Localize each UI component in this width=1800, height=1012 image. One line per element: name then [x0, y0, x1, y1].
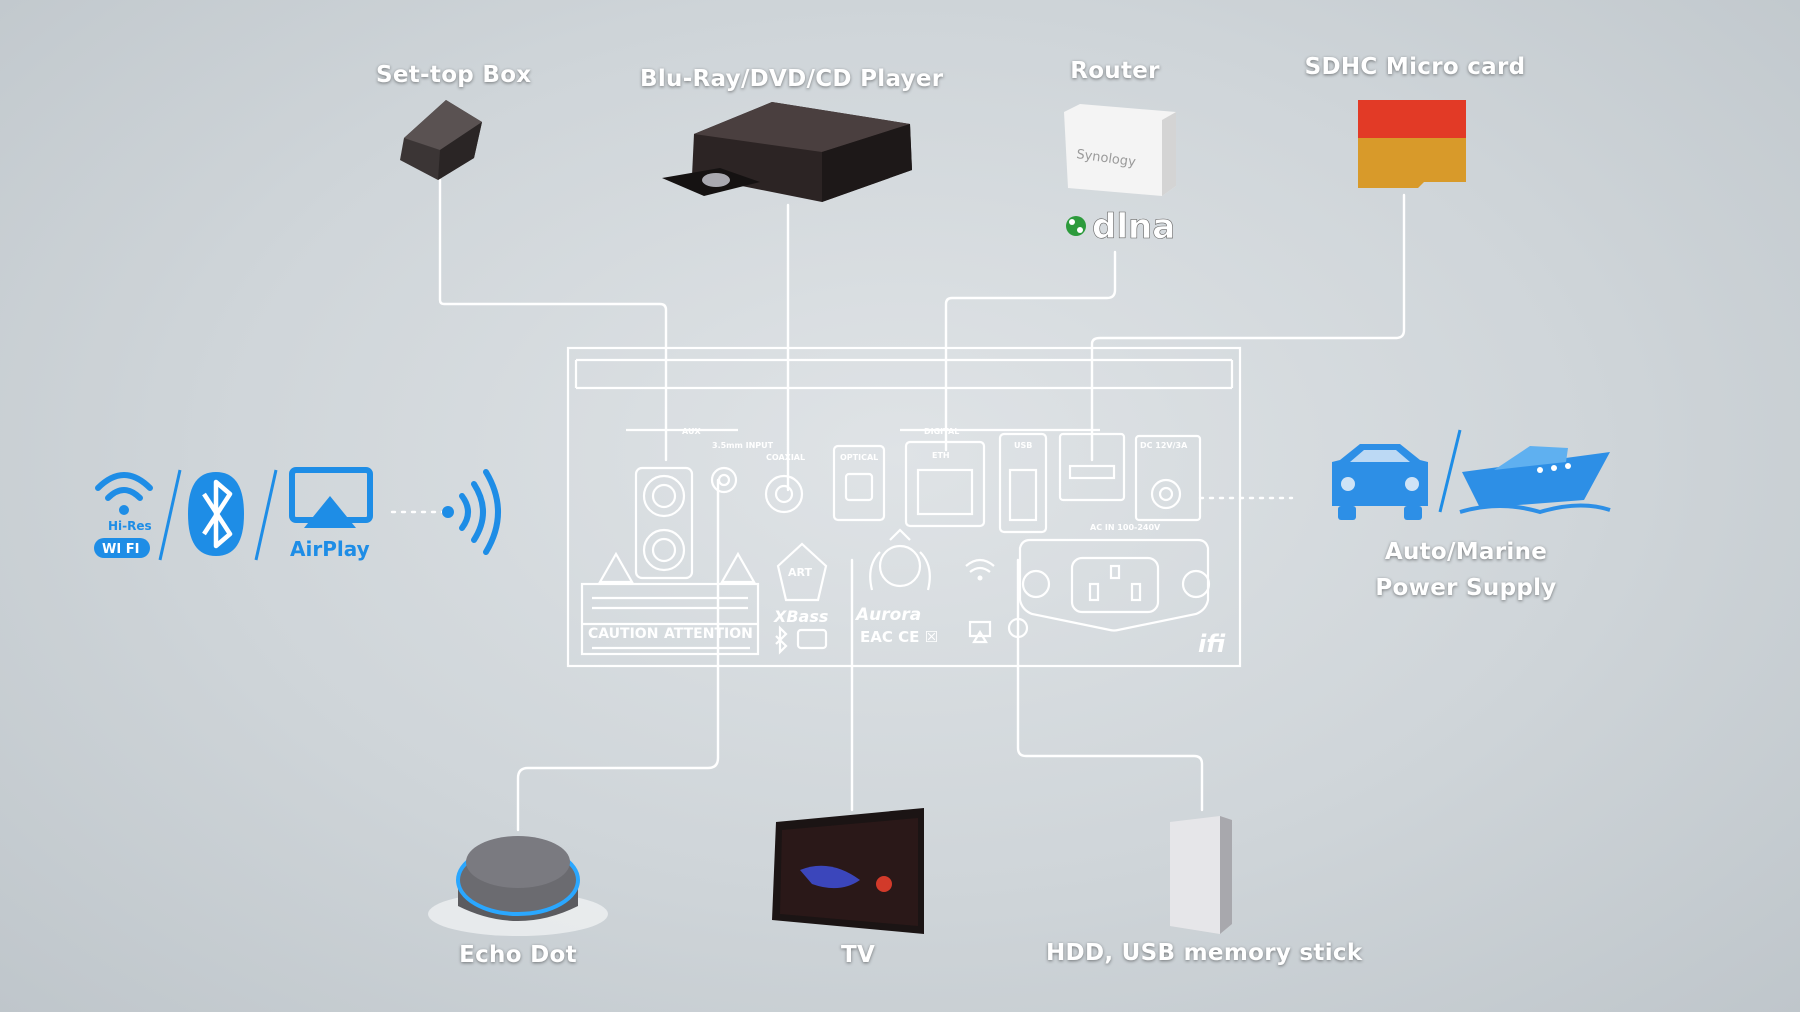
wifi-badge: [94, 538, 150, 558]
hdd-label: HDD, USB memory stick: [1046, 940, 1363, 966]
router-label: Router: [1070, 58, 1160, 84]
panel-hires-badge: [796, 628, 828, 650]
attention-text: ATTENTION: [664, 626, 753, 642]
settop-box-label: Set-top Box: [376, 62, 532, 88]
aux-rca-left: [642, 474, 686, 518]
separator-2: [254, 469, 278, 561]
label-aux: AUX: [682, 427, 701, 436]
panel-usb-icon: [1007, 617, 1029, 639]
line-router: [944, 250, 1117, 452]
ac-inlet: [1018, 538, 1210, 632]
separator-3: [1438, 429, 1462, 513]
label-ac: AC IN 100-240V: [1090, 523, 1161, 532]
panel-bluetooth-icon: [775, 625, 788, 655]
label-dc: DC 12V/3A: [1140, 441, 1188, 450]
warning-triangle-right: [720, 551, 756, 584]
bluray-player-image: [662, 102, 912, 202]
bluetooth-icon: [188, 472, 244, 556]
label-usb: USB: [1014, 441, 1032, 450]
echo-dot-label: Echo Dot: [459, 942, 577, 968]
line-echo: [516, 478, 720, 832]
line-hdd: [1016, 558, 1204, 812]
router-image: Synology: [1064, 104, 1176, 196]
settop-box-image: [400, 100, 482, 180]
label-digital: DIGITAL: [924, 427, 959, 436]
tv-label: TV: [840, 942, 876, 968]
airplay-icon: [289, 467, 373, 528]
aux-rca-right: [642, 528, 686, 572]
separator-1: [158, 469, 182, 561]
art-text: ART: [788, 566, 812, 579]
tv-image: [772, 808, 924, 934]
aurora-text: Aurora: [854, 605, 921, 625]
sdhc-label: SDHC Micro card: [1304, 54, 1526, 80]
sd-slot: [1058, 432, 1126, 502]
line-sdhc: [1090, 193, 1406, 462]
wireless-group: Hi-Res WI FI AirPlay: [94, 467, 501, 561]
bluray-player-label: Blu-Ray/DVD/CD Player: [640, 66, 944, 92]
airplay-text: AirPlay: [290, 537, 370, 561]
label-input-35: 3.5mm INPUT: [712, 441, 774, 450]
power-supply-label: Auto/Marine Power Supply: [1346, 534, 1586, 606]
boat-icon: [1459, 446, 1611, 515]
sdhc-card-image: [1358, 100, 1466, 188]
label-optical: OPTICAL: [840, 453, 878, 462]
usb-port: [998, 432, 1048, 534]
wifi-icon: [95, 472, 153, 515]
connection-lines: [390, 178, 1406, 832]
caution-text: CAUTION: [588, 626, 658, 642]
caution-box: [580, 582, 760, 656]
panel-wifi-icon: [965, 558, 995, 581]
ethernet-port: [904, 440, 986, 528]
certification-marks: ЕАС CE ☒: [860, 628, 938, 646]
echo-dot-image: [428, 836, 608, 936]
art-badge-icon: [776, 542, 828, 602]
optical-port: [832, 444, 886, 522]
rear-panel: AUX 3.5mm INPUT COAXIAL OPTICAL DIGITAL …: [566, 346, 1242, 668]
hires-text: Hi-Res: [108, 519, 152, 533]
hdd-image: [1170, 816, 1232, 934]
dc-port: [1134, 434, 1202, 522]
royal-crest-icon: [869, 528, 931, 591]
line-settop: [438, 178, 668, 462]
aux-port-housing: [634, 466, 694, 580]
wifi-badge-text: WI FI: [102, 542, 139, 557]
car-icon: [1332, 444, 1428, 520]
dlna-logo: dlna: [1066, 207, 1175, 247]
xbass-text: XBass: [773, 607, 828, 626]
coaxial-port: [764, 474, 804, 514]
power-supply-label-line1: Auto/Marine: [1384, 539, 1548, 565]
warning-triangle-left: [598, 551, 634, 584]
power-supply-label-line2: Power Supply: [1375, 575, 1557, 601]
input-35-jack: [710, 466, 738, 494]
dlna-text: dlna: [1092, 207, 1175, 247]
panel-airplay-icon: [968, 620, 992, 644]
ifi-logo: ifi: [1198, 630, 1226, 658]
label-coaxial: COAXIAL: [766, 453, 805, 462]
wireless-signal-icon: [442, 469, 501, 555]
label-eth: ETH: [932, 451, 950, 460]
